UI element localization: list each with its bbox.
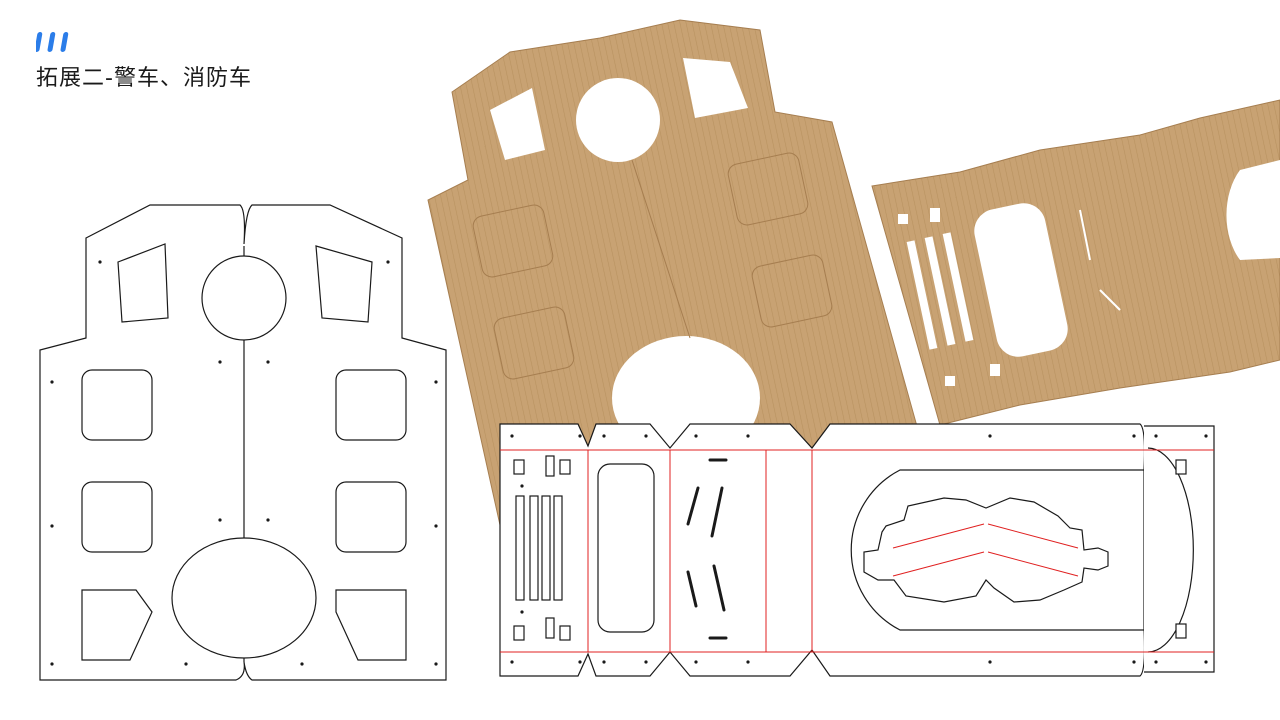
cardboard-strip-piece — [871, 99, 1280, 426]
brand-logo-icon — [36, 32, 69, 52]
cardboard-body-piece — [427, 19, 919, 526]
right-dieline-fold-lines — [500, 449, 1214, 653]
right-dieline-slots — [686, 458, 728, 640]
right-dieline-strip — [499, 423, 1215, 677]
left-dieline-holes — [50, 260, 438, 666]
right-dieline-holes — [510, 434, 1208, 664]
left-dieline-panel — [39, 204, 447, 681]
page-title: 拓展二-警车、消防车 — [36, 66, 252, 91]
